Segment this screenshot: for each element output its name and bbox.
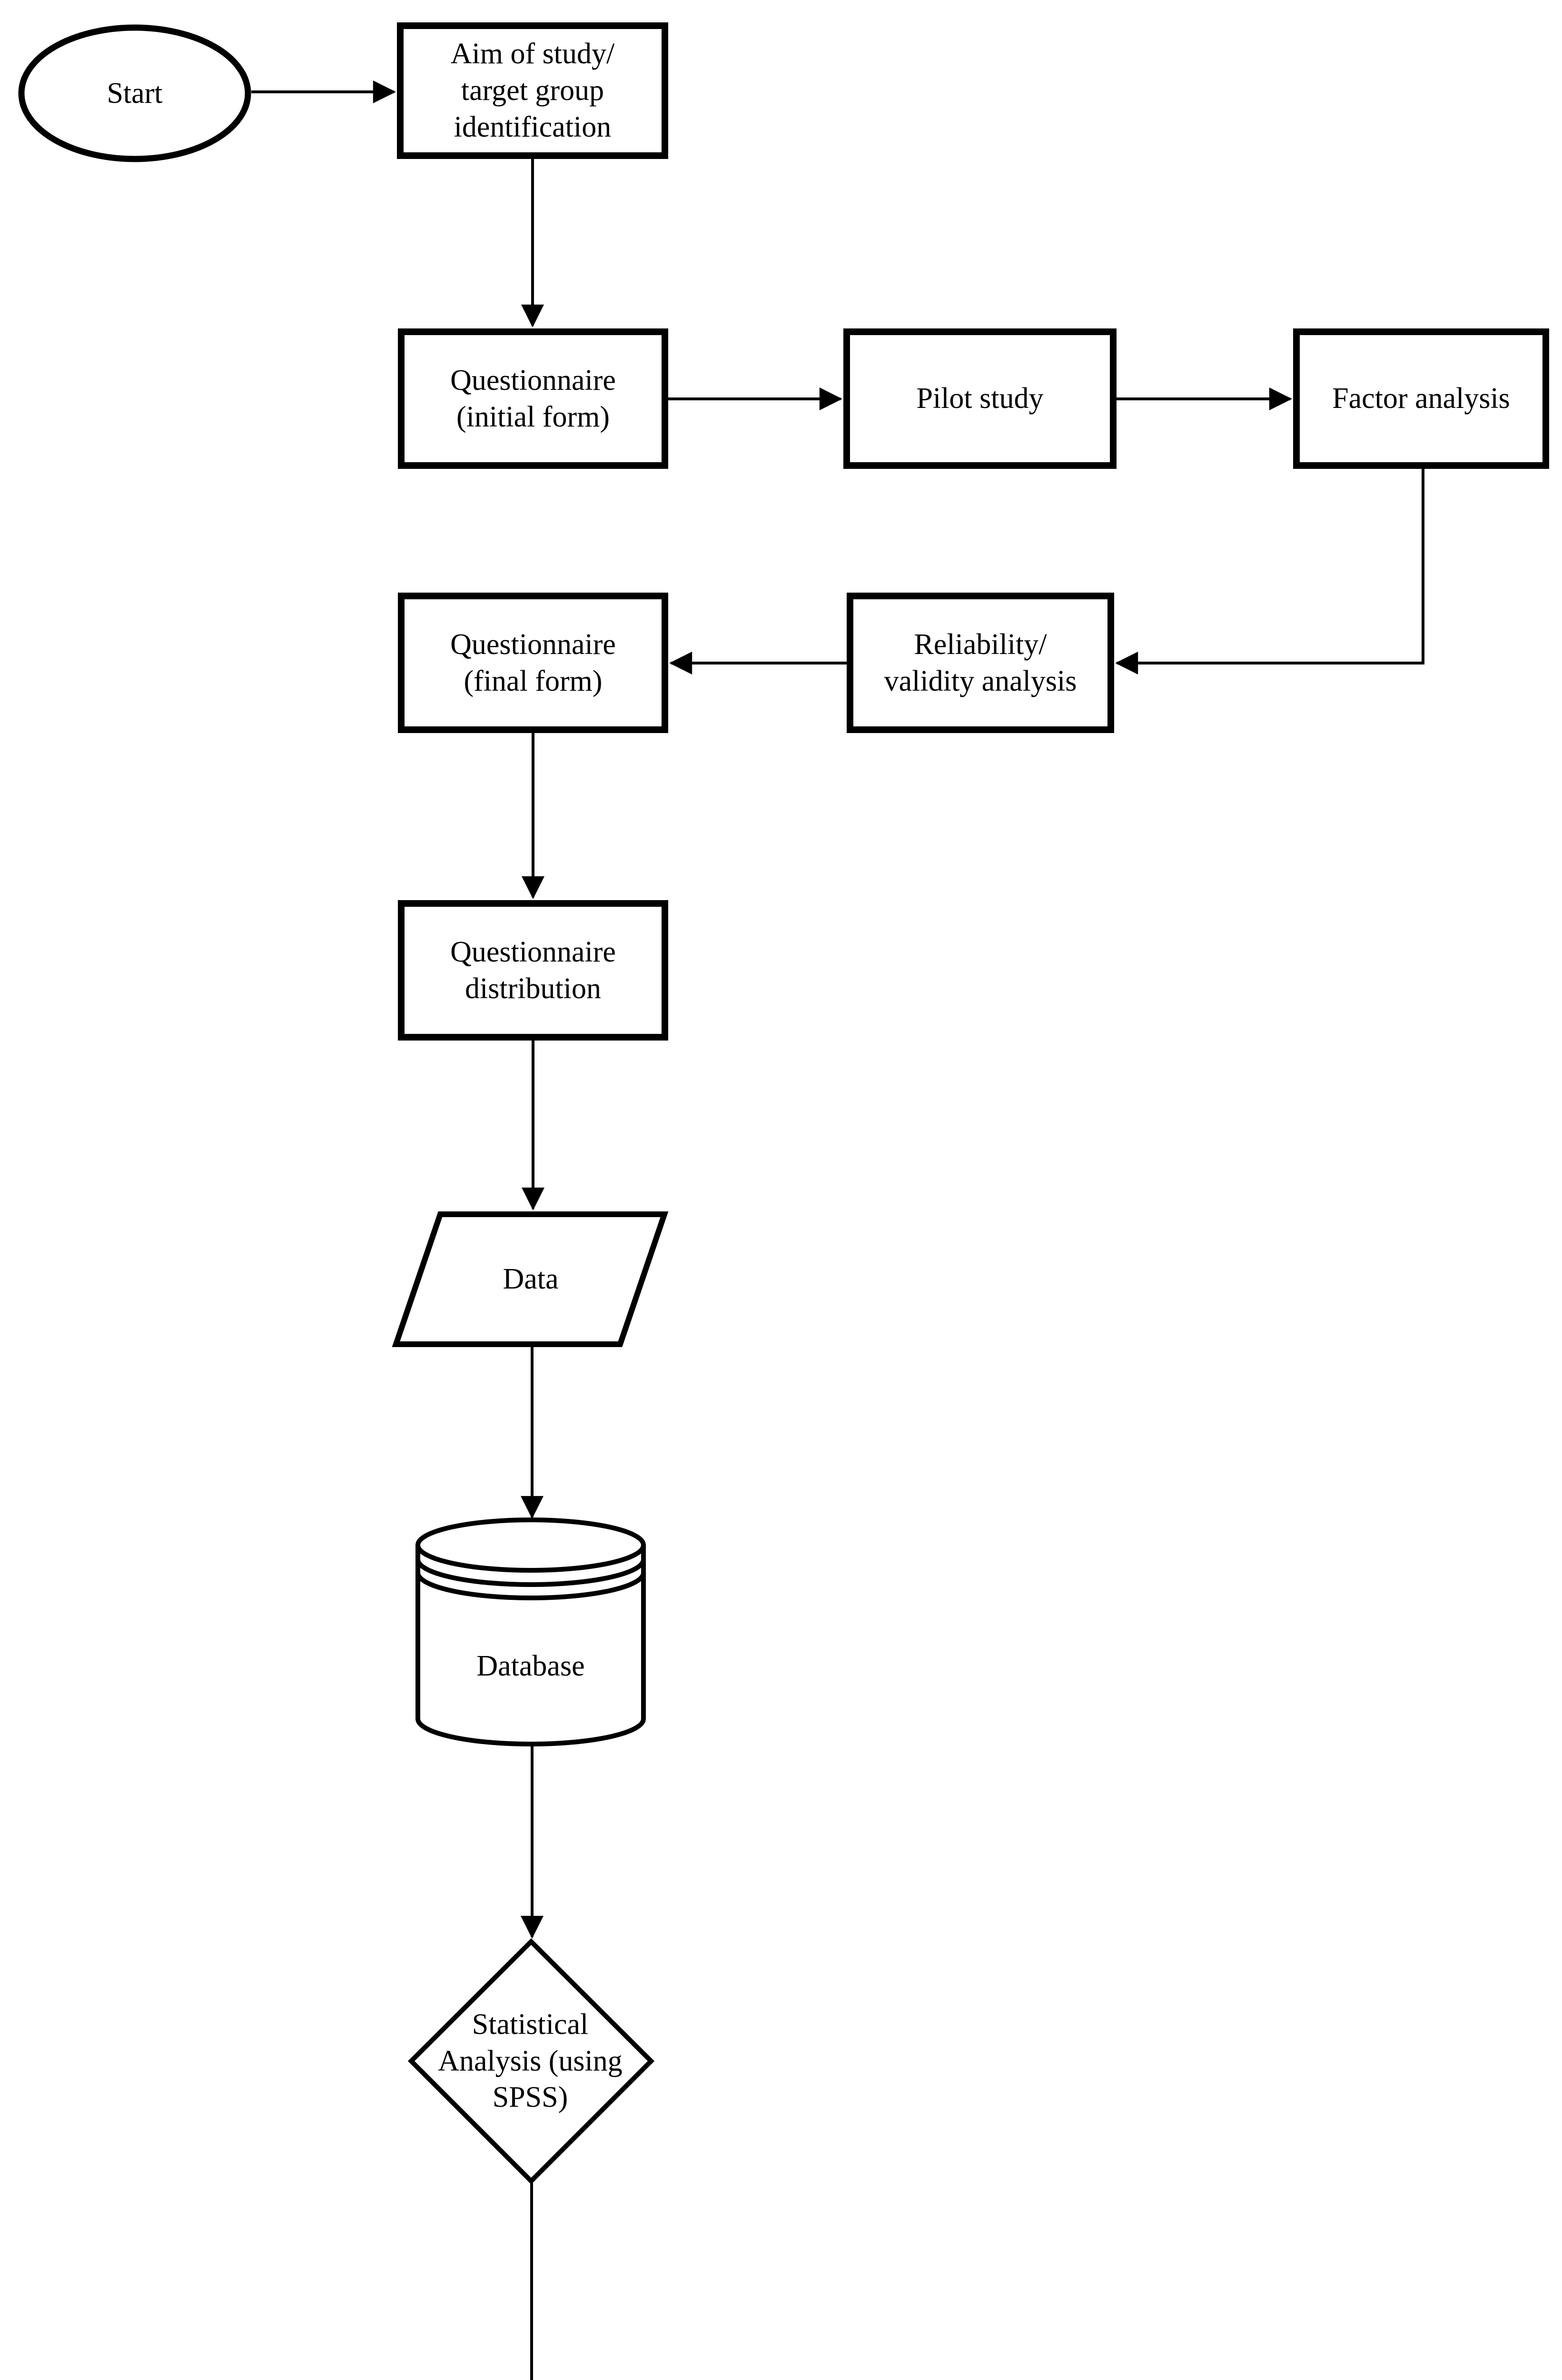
node-statistical-analysis-shape: [407, 1938, 655, 2185]
node-aim-shape: [397, 22, 668, 159]
node-questionnaire-final-shape: [398, 593, 668, 733]
node-database-shape: [415, 1517, 646, 1746]
node-questionnaire-initial-shape: [398, 328, 668, 469]
node-reliability-validity-shape: [847, 593, 1114, 733]
node-questionnaire-distribution-shape: [398, 900, 668, 1041]
node-start-shape: [18, 24, 251, 162]
node-factor-analysis-shape: [1293, 328, 1549, 469]
edge-factor-to-reliability: [1115, 469, 1424, 674]
node-pilot-study-shape: [843, 328, 1117, 469]
node-data-shape: [392, 1211, 669, 1347]
